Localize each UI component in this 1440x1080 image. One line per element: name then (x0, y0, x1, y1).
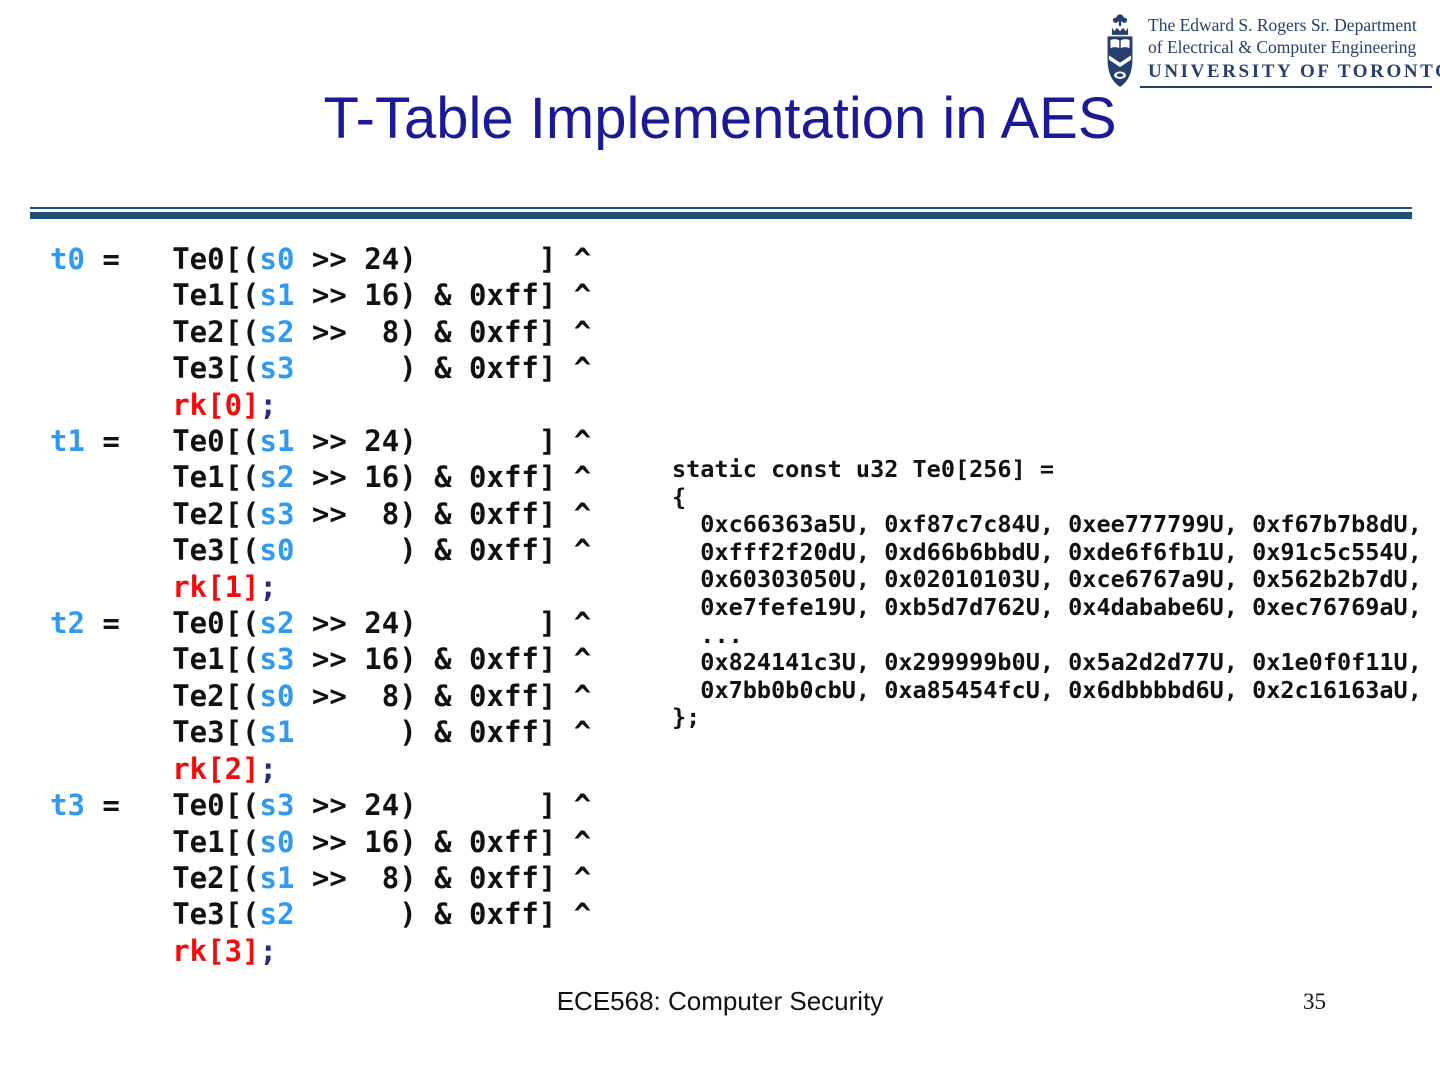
code-segment: s0 (259, 242, 295, 276)
code-segment: ; (259, 751, 277, 786)
code-segment: = Te0[( (84, 788, 260, 823)
code-segment: >> 24) ] ^ (294, 606, 592, 641)
code-segment: ; (259, 933, 277, 968)
code-segment: Te2[( (50, 314, 260, 349)
page-number: 35 (1303, 989, 1326, 1014)
page-title: T-Table Implementation in AES (323, 86, 1117, 151)
code-segment: s2 (259, 897, 295, 932)
code-segment (50, 570, 172, 604)
divider-thick-line (30, 212, 1412, 219)
code-segment: s0 (259, 678, 295, 713)
code-segment: Te1[( (50, 642, 260, 677)
code-segment (50, 752, 172, 786)
uoft-logo: The Edward S. Rogers Sr. Department of E… (1098, 12, 1440, 92)
code-segment: rk[2] (172, 751, 260, 786)
code-segment: >> 8) & 0xff] ^ (294, 678, 592, 713)
code-segment: >> 16) & 0xff] ^ (294, 824, 592, 859)
code-block-te0-table: static const u32 Te0[256] = { 0xc66363a5… (672, 455, 1422, 732)
footer-course-label: ECE568: Computer Security (556, 986, 884, 1016)
code-segment: >> 16) & 0xff] ^ (294, 460, 592, 495)
code-segment: Te3[( (50, 897, 260, 932)
code-segment: rk[0] (172, 387, 260, 422)
code-segment: s3 (259, 496, 295, 531)
code-segment: t1 (50, 424, 85, 459)
code-segment: = Te0[( (84, 424, 260, 459)
code-segment: s0 (259, 824, 295, 859)
code-segment: Te2[( (50, 678, 260, 713)
code-segment: Te1[( (50, 278, 260, 313)
divider-thin-line (30, 207, 1412, 209)
code-segment: >> 16) & 0xff] ^ (294, 642, 592, 677)
code-segment: rk[1] (172, 569, 260, 604)
code-segment (50, 388, 172, 422)
code-segment: Te3[( (50, 533, 260, 568)
logo-dept-line2: of Electrical & Computer Engineering (1148, 37, 1417, 57)
code-segment: s1 (259, 424, 295, 459)
divider-gap (30, 209, 1412, 212)
code-block-round-function: t0 = Te0[(s0 >> 24) ] ^ Te1[(s1 >> 16) &… (50, 241, 591, 969)
code-segment: s1 (259, 860, 295, 895)
code-segment: s2 (259, 314, 295, 349)
code-segment: >> 16) & 0xff] ^ (294, 278, 592, 313)
code-segment: >> 24) ] ^ (294, 424, 592, 459)
code-segment: Te2[( (50, 496, 260, 531)
code-segment: Te1[( (50, 460, 260, 495)
code-segment: s0 (259, 533, 295, 568)
code-segment: s1 (259, 715, 295, 750)
code-segment: t2 (50, 606, 85, 641)
code-segment: Te1[( (50, 824, 260, 859)
title-divider (30, 207, 1412, 219)
uoft-crest-icon (1107, 14, 1133, 87)
code-segment: >> 8) & 0xff] ^ (294, 860, 592, 895)
code-segment: t3 (50, 788, 85, 823)
code-segment: s3 (259, 788, 295, 823)
code-segment: s1 (259, 278, 295, 313)
code-segment: ) & 0xff] ^ (294, 897, 592, 932)
code-segment: s2 (259, 460, 295, 495)
code-segment: ) & 0xff] ^ (294, 351, 592, 386)
logo-dept-line1: The Edward S. Rogers Sr. Department (1148, 15, 1417, 35)
code-segment: ) & 0xff] ^ (294, 533, 592, 568)
code-segment: = Te0[( (84, 242, 260, 276)
code-segment: ) & 0xff] ^ (294, 715, 592, 750)
logo-underline (1140, 86, 1432, 88)
code-segment: Te3[( (50, 351, 260, 386)
code-segment: ; (259, 569, 277, 604)
code-segment: >> 24) ] ^ (294, 242, 592, 276)
code-segment: s3 (259, 642, 295, 677)
code-segment: s3 (259, 351, 295, 386)
code-segment: >> 8) & 0xff] ^ (294, 314, 592, 349)
code-segment: s2 (259, 606, 295, 641)
code-segment: rk[3] (172, 933, 260, 968)
code-segment: >> 24) ] ^ (294, 788, 592, 823)
code-segment: t0 (50, 242, 85, 276)
code-segment: Te2[( (50, 860, 260, 895)
code-segment (50, 934, 172, 968)
code-segment: = Te0[( (84, 606, 260, 641)
logo-university-name: UNIVERSITY OF TORONTO (1148, 61, 1440, 82)
code-segment: ; (259, 387, 277, 422)
uoft-logo-text: The Edward S. Rogers Sr. Department of E… (1148, 14, 1440, 85)
code-segment: >> 8) & 0xff] ^ (294, 496, 592, 531)
code-segment: Te3[( (50, 715, 260, 750)
